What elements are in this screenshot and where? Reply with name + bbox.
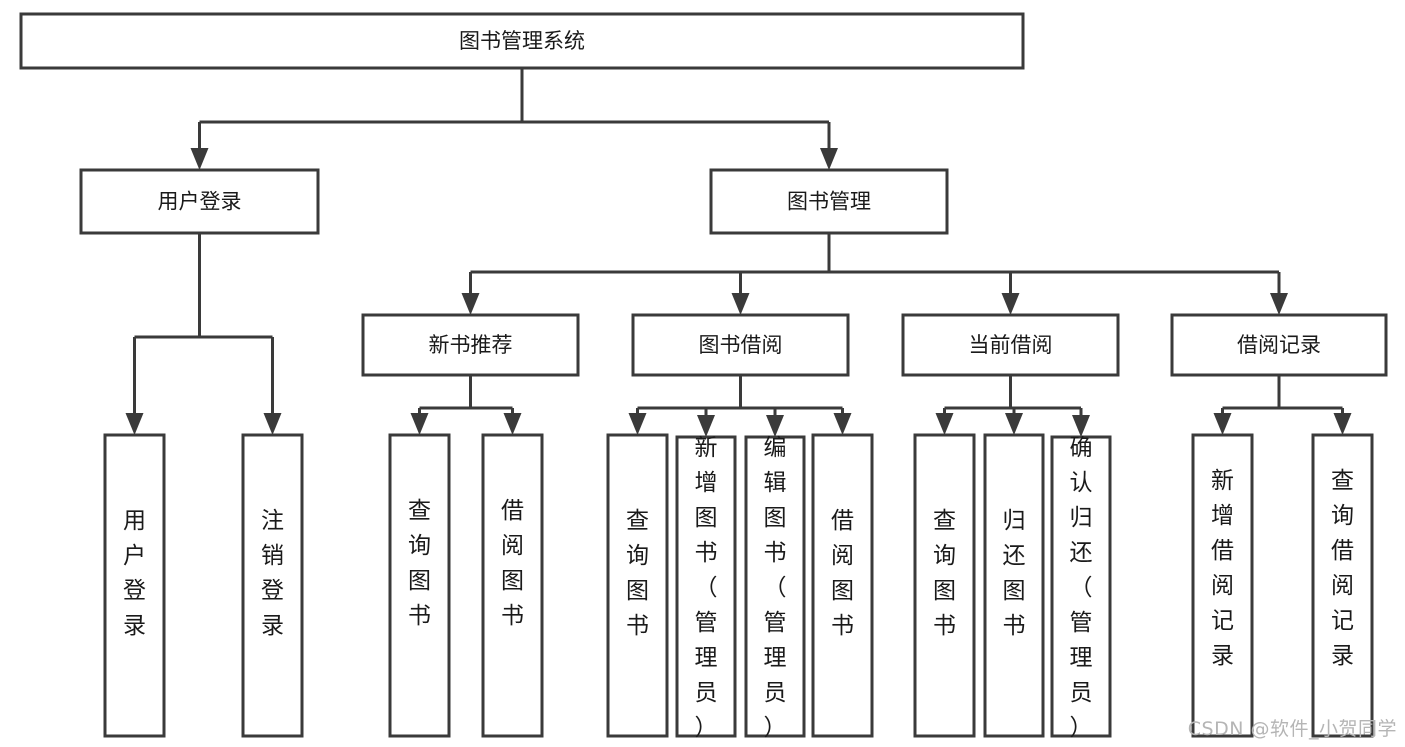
arrow-head <box>1001 293 1020 315</box>
arrow-head <box>461 293 480 315</box>
arrow-head <box>410 413 429 435</box>
node-leaf-query-book-recommend[interactable]: 查询图书 <box>388 433 451 738</box>
node-label-leaf-query-book-borrow: 查询图书 <box>626 508 649 639</box>
node-box-borrow-record <box>1170 313 1388 377</box>
node-leaf-borrow-book-recommend[interactable]: 借阅图书 <box>481 433 544 738</box>
arrow-head <box>1072 415 1090 437</box>
arrow-head <box>503 413 522 435</box>
node-box-leaf-add-book <box>675 435 737 738</box>
node-leaf-return-book[interactable]: 归还图书 <box>983 433 1045 738</box>
node-box-root <box>19 12 1025 70</box>
node-box-user-login <box>79 168 320 235</box>
node-label-root: 图书管理系统 <box>459 29 585 53</box>
node-box-leaf-query-borrow-record <box>1311 433 1374 738</box>
node-label-leaf-query-book-recommend: 查询图书 <box>408 498 431 629</box>
node-borrow-record[interactable]: 借阅记录 <box>1170 313 1388 377</box>
node-label-book-borrow: 图书借阅 <box>699 333 783 357</box>
node-label-leaf-confirm-return: 确认归还（管理员） <box>1070 435 1093 741</box>
node-box-leaf-borrow-book-recommend <box>481 433 544 738</box>
arrow-head <box>1270 293 1288 315</box>
node-label-new-book-recommend: 新书推荐 <box>429 333 513 357</box>
node-new-book-recommend[interactable]: 新书推荐 <box>361 313 580 377</box>
node-leaf-add-book[interactable]: 新增图书（管理员） <box>675 435 737 741</box>
node-box-leaf-logout <box>241 433 304 738</box>
arrow-head <box>833 413 852 435</box>
node-leaf-confirm-return[interactable]: 确认归还（管理员） <box>1050 435 1112 741</box>
arrow-head <box>125 413 144 435</box>
arrow-head <box>935 413 954 435</box>
node-label-leaf-query-book-current: 查询图书 <box>933 508 956 639</box>
node-label-borrow-record: 借阅记录 <box>1237 333 1321 357</box>
connector-layer <box>125 68 1352 437</box>
node-layer: 图书管理系统用户登录图书管理新书推荐图书借阅当前借阅借阅记录用户登录注销登录查询… <box>19 12 1388 741</box>
node-label-leaf-borrow-book: 借阅图书 <box>831 508 854 639</box>
node-user-login[interactable]: 用户登录 <box>79 168 320 235</box>
arrow-head <box>820 148 838 170</box>
node-box-leaf-confirm-return <box>1050 435 1112 738</box>
node-box-book-management <box>709 168 949 235</box>
node-box-new-book-recommend <box>361 313 580 377</box>
arrow-head <box>1005 413 1023 435</box>
arrow-head <box>731 293 750 315</box>
node-box-leaf-add-borrow-record <box>1191 433 1254 738</box>
node-leaf-edit-book[interactable]: 编辑图书（管理员） <box>744 435 806 741</box>
arrow-head <box>1213 413 1232 435</box>
node-box-leaf-return-book <box>983 433 1045 738</box>
node-label-leaf-return-book: 归还图书 <box>1003 508 1026 639</box>
node-leaf-logout[interactable]: 注销登录 <box>241 433 304 738</box>
arrow-head <box>190 148 209 170</box>
node-label-current-borrow: 当前借阅 <box>969 333 1053 357</box>
node-leaf-user-login[interactable]: 用户登录 <box>103 433 166 738</box>
node-leaf-query-borrow-record[interactable]: 查询借阅记录 <box>1311 433 1374 738</box>
node-current-borrow[interactable]: 当前借阅 <box>901 313 1120 377</box>
node-label-leaf-logout: 注销登录 <box>261 508 284 639</box>
node-box-leaf-query-book-recommend <box>388 433 451 738</box>
node-leaf-query-book-borrow[interactable]: 查询图书 <box>606 433 669 738</box>
node-label-leaf-borrow-book-recommend: 借阅图书 <box>501 498 524 629</box>
node-box-leaf-user-login <box>103 433 166 738</box>
node-book-borrow[interactable]: 图书借阅 <box>631 313 850 377</box>
node-book-management[interactable]: 图书管理 <box>709 168 949 235</box>
node-box-current-borrow <box>901 313 1120 377</box>
node-leaf-query-book-current[interactable]: 查询图书 <box>913 433 976 738</box>
node-label-leaf-user-login: 用户登录 <box>123 508 146 639</box>
node-label-leaf-add-borrow-record: 新增借阅记录 <box>1211 468 1234 669</box>
arrow-head <box>1333 413 1352 435</box>
node-box-book-borrow <box>631 313 850 377</box>
arrow-head <box>263 413 282 435</box>
node-box-leaf-borrow-book <box>811 433 874 738</box>
node-box-leaf-query-book-current <box>913 433 976 738</box>
node-label-leaf-edit-book: 编辑图书（管理员） <box>764 435 787 741</box>
arrow-head <box>697 415 715 437</box>
node-label-leaf-add-book: 新增图书（管理员） <box>695 435 718 741</box>
node-label-leaf-query-borrow-record: 查询借阅记录 <box>1331 468 1354 669</box>
node-label-user-login: 用户登录 <box>158 190 242 214</box>
node-box-leaf-edit-book <box>744 435 806 738</box>
node-leaf-add-borrow-record[interactable]: 新增借阅记录 <box>1191 433 1254 738</box>
node-leaf-borrow-book[interactable]: 借阅图书 <box>811 433 874 738</box>
arrow-head <box>628 413 647 435</box>
node-label-book-management: 图书管理 <box>787 190 871 214</box>
arrow-head <box>766 415 784 437</box>
node-box-leaf-query-book-borrow <box>606 433 669 738</box>
node-root[interactable]: 图书管理系统 <box>19 12 1025 70</box>
